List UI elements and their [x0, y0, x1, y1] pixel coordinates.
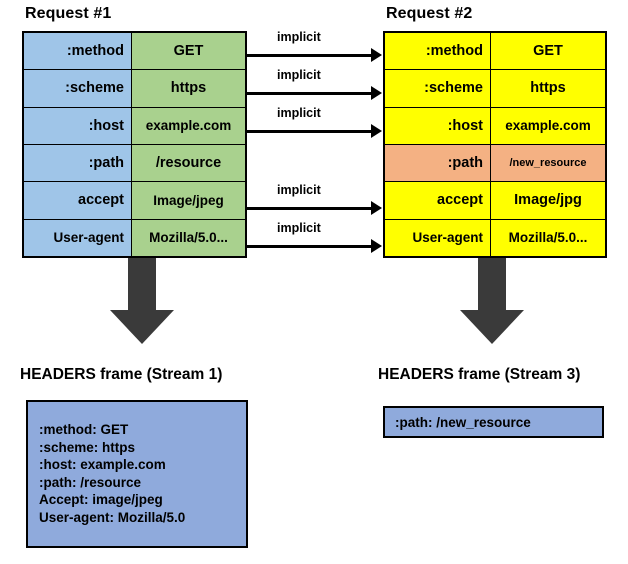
header-value-cell: GET: [132, 33, 245, 70]
header-value-cell: /resource: [132, 144, 245, 182]
implicit-arrow-user-agent: implicit: [247, 221, 387, 259]
table-row: User-agent Mozilla/5.0...: [385, 219, 605, 256]
implicit-arrow-host: implicit: [247, 106, 387, 144]
arrow-line: [247, 207, 373, 210]
implicit-label: implicit: [277, 106, 321, 120]
header-key-cell: :host: [24, 107, 132, 144]
arrow-shaft: [478, 258, 506, 313]
header-value-cell: https: [491, 70, 605, 107]
down-arrow-icon-right: [460, 258, 524, 344]
header-value-cell: Mozilla/5.0...: [132, 219, 245, 256]
header-key-cell: :host: [385, 107, 491, 144]
arrow-head-icon: [371, 48, 382, 62]
implicit-label: implicit: [277, 183, 321, 197]
implicit-arrow-accept: implicit: [247, 183, 387, 221]
table-row: :host example.com: [385, 107, 605, 145]
arrow-head-icon: [371, 239, 382, 253]
arrow-line: [247, 245, 373, 248]
header-key-cell: User-agent: [24, 219, 132, 256]
header-value-cell: example.com: [132, 107, 245, 144]
header-key-cell: :method: [24, 33, 132, 70]
header-key-cell: User-agent: [385, 219, 491, 256]
header-key-cell: :scheme: [385, 70, 491, 107]
implicit-label: implicit: [277, 221, 321, 235]
header-value-cell: Mozilla/5.0...: [491, 219, 605, 256]
header-key-cell: :path: [385, 144, 491, 182]
arrow-head-icon: [371, 124, 382, 138]
request-2-title: Request #2: [386, 5, 473, 22]
header-key-cell: :scheme: [24, 70, 132, 107]
header-line: :method: GET: [39, 422, 129, 437]
down-arrow-icon-left: [110, 258, 174, 344]
header-value-cell: GET: [491, 33, 605, 70]
table-row: accept Image/jpeg: [24, 182, 245, 220]
arrow-head-icon: [460, 310, 524, 344]
arrow-line: [247, 130, 373, 133]
header-value-cell: example.com: [491, 107, 605, 144]
header-key-cell: accept: [385, 182, 491, 219]
headers-frame-2-lines: :path: /new_resource: [395, 414, 531, 432]
table-row-highlighted: :path /new_resource: [385, 144, 605, 183]
arrow-head-icon: [371, 201, 382, 215]
table-row: :scheme https: [385, 70, 605, 108]
header-value-cell: Image/jpeg: [132, 182, 245, 219]
header-key-cell: accept: [24, 182, 132, 219]
table-row: :path /resource: [24, 144, 245, 183]
arrow-head-icon: [110, 310, 174, 344]
request-1-header-table: :method GET :scheme https :host example.…: [22, 31, 247, 258]
table-row: :scheme https: [24, 70, 245, 108]
implicit-arrow-scheme: implicit: [247, 68, 387, 106]
headers-frame-2-box: :path: /new_resource: [383, 406, 604, 438]
table-row: :host example.com: [24, 107, 245, 145]
table-row: :method GET: [385, 33, 605, 71]
request-1-title: Request #1: [25, 5, 112, 22]
headers-frame-1-lines: :method: GET :scheme: https :host: examp…: [39, 421, 185, 526]
header-line: :host: example.com: [39, 457, 166, 472]
header-value-cell: Image/jpg: [491, 182, 605, 219]
header-line: User-agent: Mozilla/5.0: [39, 509, 186, 525]
headers-frame-2-title: HEADERS frame (Stream 3): [378, 366, 581, 383]
header-line: Accept: image/jpeg: [39, 492, 163, 507]
table-row: User-agent Mozilla/5.0...: [24, 219, 245, 256]
arrow-head-icon: [371, 86, 382, 100]
implicit-label: implicit: [277, 30, 321, 44]
implicit-label: implicit: [277, 68, 321, 82]
headers-frame-1-box: :method: GET :scheme: https :host: examp…: [26, 400, 248, 548]
header-line: :path: /resource: [39, 474, 142, 490]
arrow-shaft: [128, 258, 156, 313]
table-row: :method GET: [24, 33, 245, 71]
headers-frame-1-title: HEADERS frame (Stream 1): [20, 366, 223, 383]
header-key-cell: :path: [24, 144, 132, 182]
arrow-line: [247, 54, 373, 57]
header-line: :scheme: https: [39, 439, 136, 455]
implicit-arrow-method: implicit: [247, 30, 387, 68]
header-value-cell: /new_resource: [491, 144, 605, 182]
arrow-line: [247, 92, 373, 95]
header-line: :path: /new_resource: [395, 415, 531, 430]
table-row: accept Image/jpg: [385, 182, 605, 220]
request-2-header-table: :method GET :scheme https :host example.…: [383, 31, 607, 258]
header-value-cell: https: [132, 70, 245, 107]
header-key-cell: :method: [385, 33, 491, 70]
